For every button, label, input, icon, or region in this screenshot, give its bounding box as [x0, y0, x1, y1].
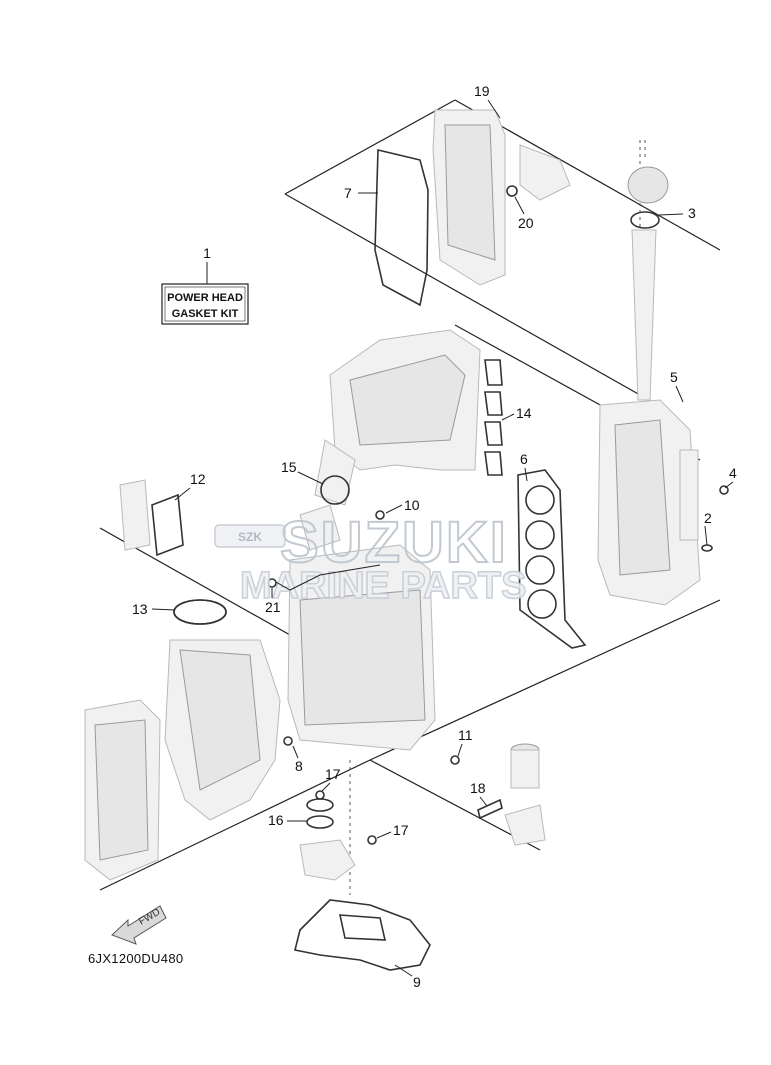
leader-3: [658, 213, 684, 216]
callout-9: 9: [413, 974, 421, 990]
leader-13: [151, 608, 176, 611]
callout-1: 1: [203, 245, 211, 261]
callout-2: 2: [704, 510, 712, 526]
watermark-subtitle: MARINE PARTS: [240, 565, 526, 607]
small-o-rings: [173, 185, 729, 845]
leader-14: [501, 413, 515, 421]
leader-17a: [321, 782, 331, 792]
side-cover: [119, 479, 151, 551]
callout-18: 18: [470, 780, 486, 796]
head-gasket-6: [517, 469, 587, 649]
callout-7: 7: [344, 185, 352, 201]
leader-11: [457, 743, 463, 757]
callout-5: 5: [670, 369, 678, 385]
kit-label-box: [161, 283, 249, 325]
cylinder-head-cover: [432, 109, 571, 286]
leader-21-extension: [275, 564, 381, 591]
leader-4: [724, 481, 734, 489]
leader-20: [514, 196, 525, 215]
watermark-badge-text: SZK: [238, 530, 262, 544]
callout-17b: 17: [393, 822, 409, 838]
cylinder-block: [287, 504, 436, 751]
leader-2: [704, 525, 708, 546]
callout-6: 6: [520, 451, 528, 467]
leader-8: [292, 745, 299, 759]
leader-9: [394, 964, 413, 977]
callout-4: 4: [729, 465, 737, 481]
watermark-badge: [214, 524, 286, 548]
callout-12: 12: [190, 471, 206, 487]
intake-manifold: [314, 329, 481, 506]
watermark-brand: SUZUKI: [280, 510, 508, 575]
oil-strainer: [299, 798, 356, 881]
callout-17a: 17: [325, 766, 341, 782]
exhaust-guide-gasket-9: [294, 899, 431, 971]
callout-10: 10: [404, 497, 420, 513]
callout-19: 19: [474, 83, 490, 99]
leader-15: [297, 471, 324, 485]
callout-8: 8: [295, 758, 303, 774]
callout-16: 16: [268, 812, 284, 828]
leader-19: [487, 99, 501, 119]
callout-11: 11: [458, 727, 473, 743]
leader-18: [479, 796, 488, 807]
callout-21: 21: [265, 599, 281, 615]
callout-13: 13: [132, 601, 148, 617]
kit-label-line1: POWER HEAD: [167, 292, 243, 304]
oil-filter-bracket-18: [477, 798, 503, 820]
leader-17b: [376, 831, 392, 839]
exhaust-cover: [84, 699, 161, 881]
oil-filter: [504, 743, 546, 846]
leader-6: [524, 467, 528, 482]
leader-10: [385, 504, 403, 514]
fwd-arrow: FWD: [111, 905, 167, 945]
kit-label-line2: GASKET KIT: [172, 308, 239, 320]
callout-14: 14: [516, 405, 532, 421]
camshaft-assembly: [627, 140, 669, 401]
leader-5: [675, 385, 684, 403]
callout-3: 3: [688, 205, 696, 221]
diagram-code: 6JX1200DU480: [88, 951, 183, 966]
crankshaft: [164, 599, 281, 821]
leader-12: [174, 487, 191, 501]
callouts: 2 3 4 5 6 7 8 9 10 11 12 13 14 15 16 17: [132, 83, 737, 990]
callout-15: 15: [281, 459, 297, 475]
cylinder-head: [597, 399, 701, 606]
kit-label: 1 POWER HEAD GASKET KIT: [161, 245, 249, 325]
cover-gasket-12: [151, 493, 184, 557]
head-cover-gasket-7: [374, 148, 429, 307]
callout-20: 20: [518, 215, 534, 231]
watermark: SZK SUZUKI MARINE PARTS: [214, 509, 527, 608]
intake-gasket-14: [484, 359, 503, 476]
